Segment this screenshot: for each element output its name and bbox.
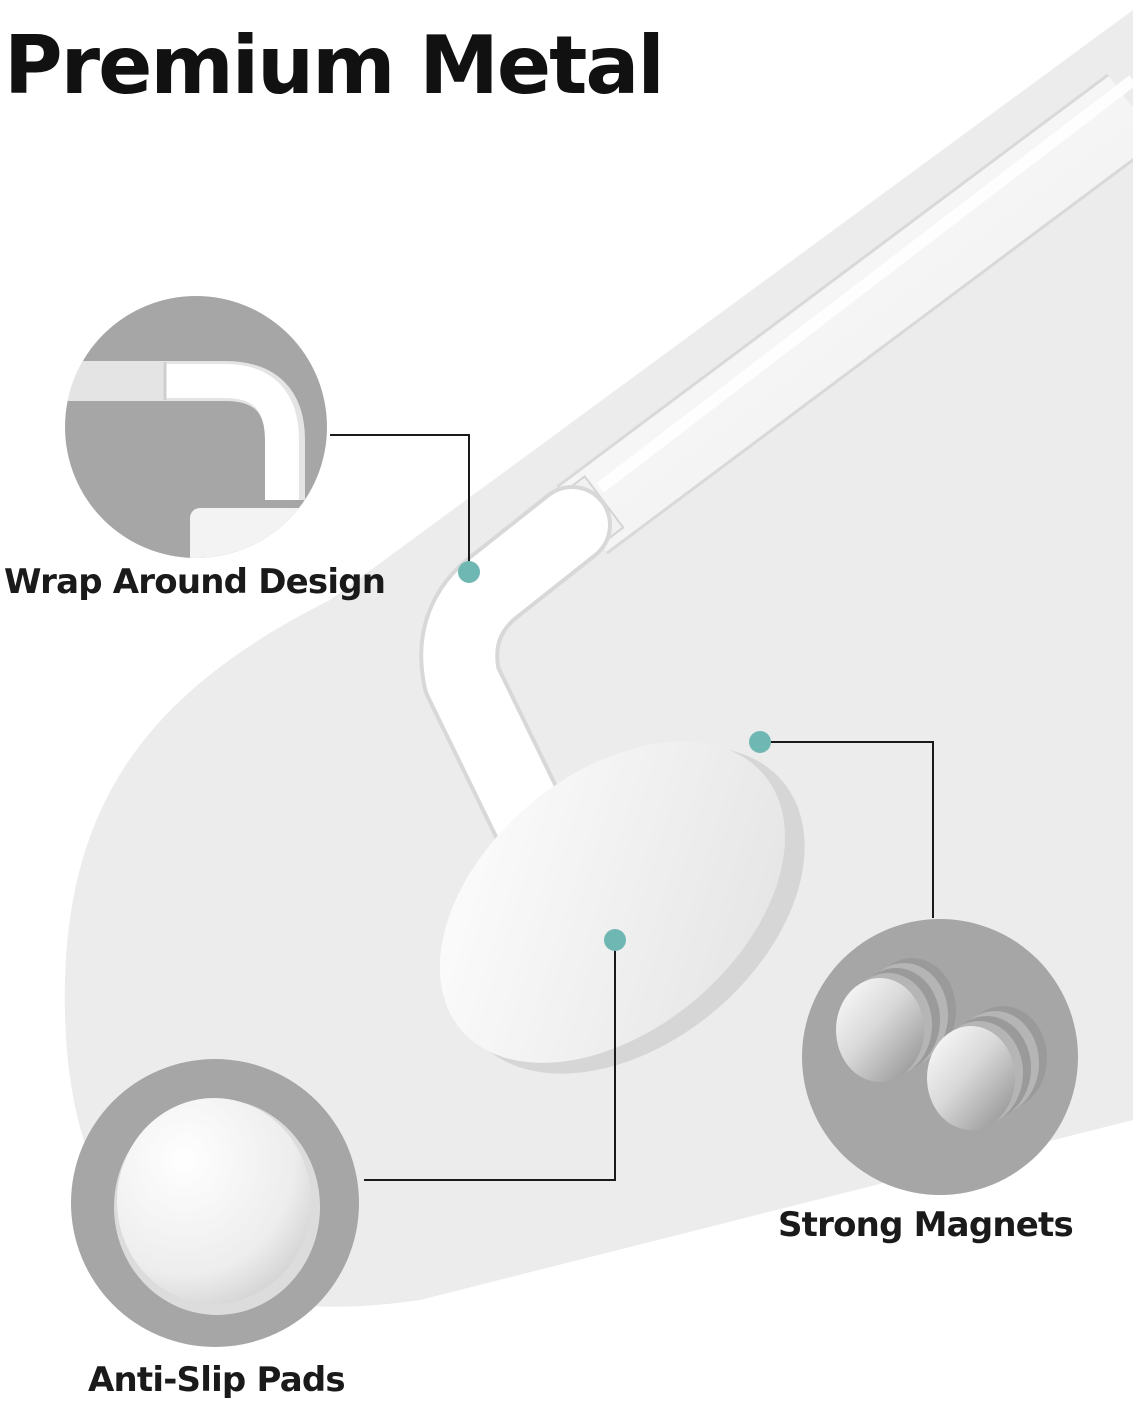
callout-line-wrap [330, 434, 470, 572]
silicone-pad-icon [71, 1059, 359, 1347]
callout-dot-wrap [458, 561, 480, 583]
callout-dot-pads [604, 929, 626, 951]
feature-label-anti-slip: Anti-Slip Pads [88, 1360, 346, 1400]
callout-dot-magnets [749, 731, 771, 753]
page-title: Premium Metal [4, 19, 665, 112]
feature-label-magnets: Strong Magnets [778, 1205, 1074, 1245]
callout-line-magnets [760, 741, 934, 918]
curtain-rod [419, 73, 1133, 870]
end-plate [439, 741, 805, 1074]
feature-label-wrap-around: Wrap Around Design [4, 562, 386, 602]
callout-line-pads [364, 940, 616, 1181]
curtain-rod-elbow-icon [65, 296, 327, 558]
magnet-stack-icon [802, 919, 1078, 1195]
